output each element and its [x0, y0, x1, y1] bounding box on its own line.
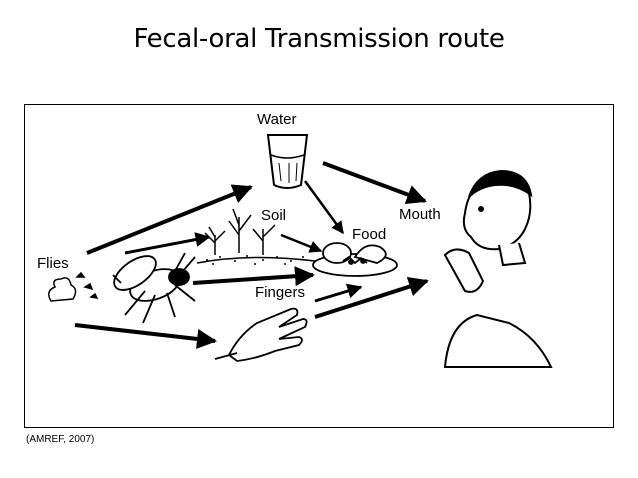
label-food: Food: [352, 226, 386, 243]
arrow-flies-to-food: [192, 266, 315, 287]
label-soil: Soil: [261, 207, 286, 224]
transmission-arrows: [74, 161, 429, 349]
label-flies: Flies: [37, 255, 69, 272]
arrow-flies-to-soil: [124, 232, 211, 255]
label-fingers: Fingers: [255, 284, 305, 301]
hand-icon: [214, 307, 308, 362]
arrow-flies-to-fingers: [74, 323, 217, 349]
citation: (AMREF, 2007): [26, 434, 95, 445]
label-mouth: Mouth: [399, 206, 441, 223]
arrow-fingers-to-mouth: [314, 276, 429, 319]
arrow-soil-to-food: [280, 233, 323, 253]
diagram-frame: Water Soil Food Mouth Flies Fingers: [24, 104, 614, 428]
food-plate-icon: [312, 242, 398, 277]
water-glass-icon: [266, 134, 309, 189]
fly-icon: [112, 252, 196, 324]
boy-eating-icon: [443, 169, 553, 368]
arrow-fingers-to-food: [314, 283, 363, 303]
arrow-water-to-mouth: [322, 161, 427, 205]
slide-title: Fecal-oral Transmission route: [133, 24, 505, 54]
label-water: Water: [257, 111, 296, 128]
feces-icon: [48, 271, 99, 302]
arrow-flies-to-water: [86, 184, 253, 255]
transmission-diagram: Water Soil Food Mouth Flies Fingers: [37, 111, 553, 368]
arrow-water-to-food: [303, 180, 345, 235]
soil-plants-icon: [196, 208, 316, 265]
